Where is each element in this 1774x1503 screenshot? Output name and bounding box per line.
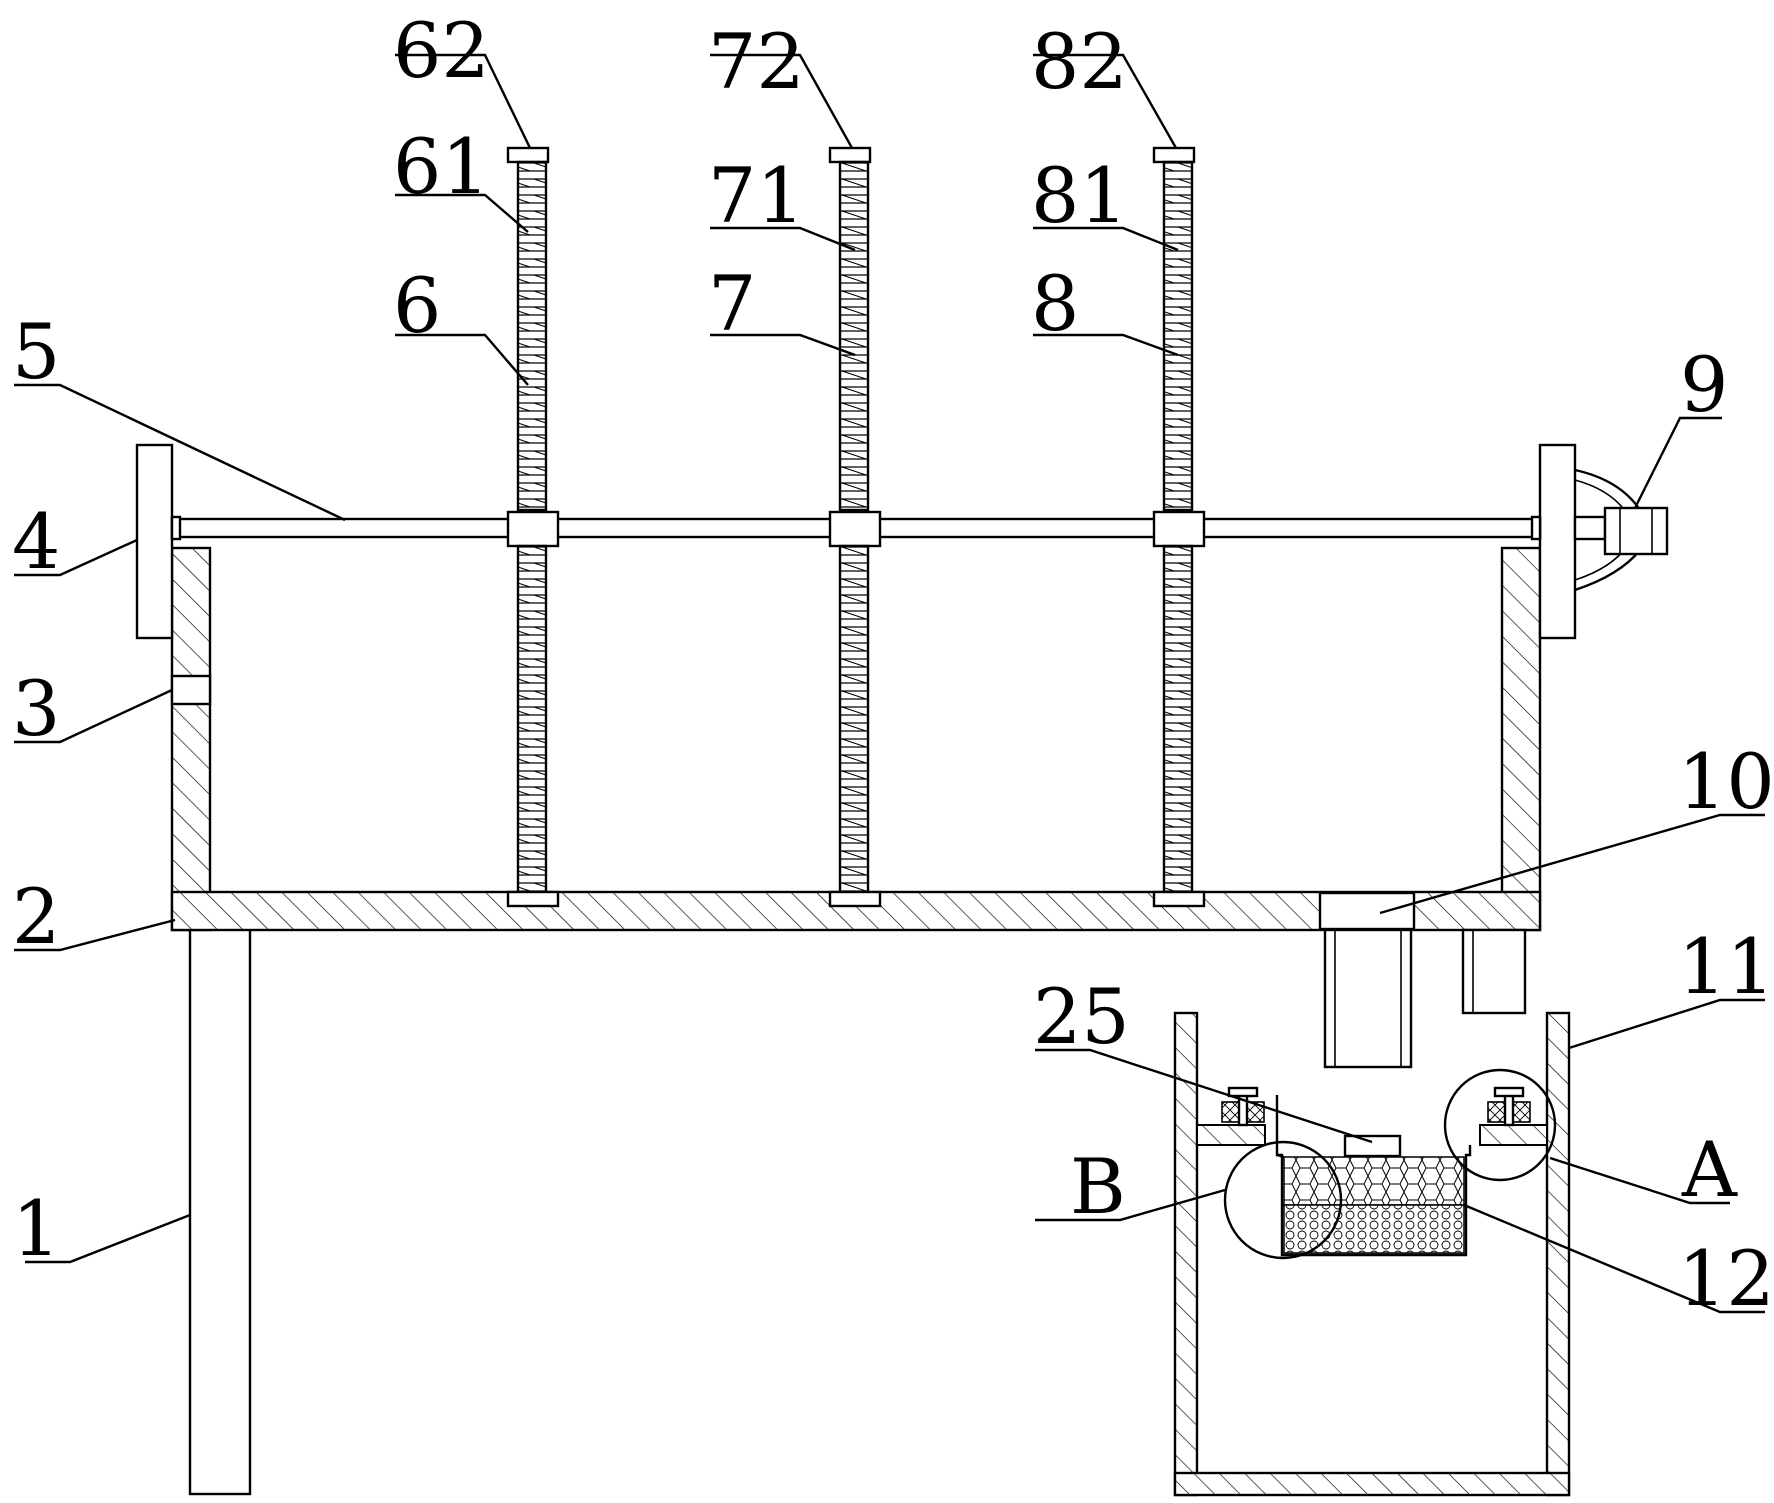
label-62: 62 <box>393 6 490 95</box>
label-2: 2 <box>12 872 60 961</box>
label-4: 4 <box>12 497 60 586</box>
label-81: 81 <box>1031 151 1128 240</box>
collection-box <box>1173 1011 1571 1497</box>
horizontal-shaft <box>170 515 1607 541</box>
label-61: 61 <box>393 122 490 211</box>
label-82: 82 <box>1031 17 1128 106</box>
label-3: 3 <box>12 664 60 753</box>
label-72: 72 <box>708 17 805 106</box>
label-71: 71 <box>708 151 805 240</box>
threaded-rod-7 <box>828 146 882 908</box>
label-b: B <box>1070 1142 1126 1231</box>
label-6: 6 <box>393 261 441 350</box>
label-25: 25 <box>1033 972 1130 1061</box>
label-10: 10 <box>1678 737 1774 826</box>
filter-basket <box>1275 1095 1472 1257</box>
left-side-plate <box>135 443 174 640</box>
label-8: 8 <box>1031 259 1079 348</box>
label-1: 1 <box>12 1184 60 1273</box>
threaded-rod-8 <box>1152 146 1206 908</box>
label-7: 7 <box>708 259 756 348</box>
label-11: 11 <box>1678 922 1774 1011</box>
label-5: 5 <box>12 307 60 396</box>
label-a: A <box>1681 1125 1738 1214</box>
threaded-rod-6 <box>506 146 560 908</box>
label-12: 12 <box>1678 1234 1774 1323</box>
detail-circle-a <box>1443 1068 1557 1182</box>
right-side-plate <box>1538 443 1577 640</box>
label-9: 9 <box>1680 340 1728 429</box>
leader-lines <box>14 53 1765 1314</box>
support-leg <box>188 926 252 1496</box>
outlet-pipe <box>1323 928 1527 1069</box>
detail-circle-b <box>1223 1140 1343 1260</box>
